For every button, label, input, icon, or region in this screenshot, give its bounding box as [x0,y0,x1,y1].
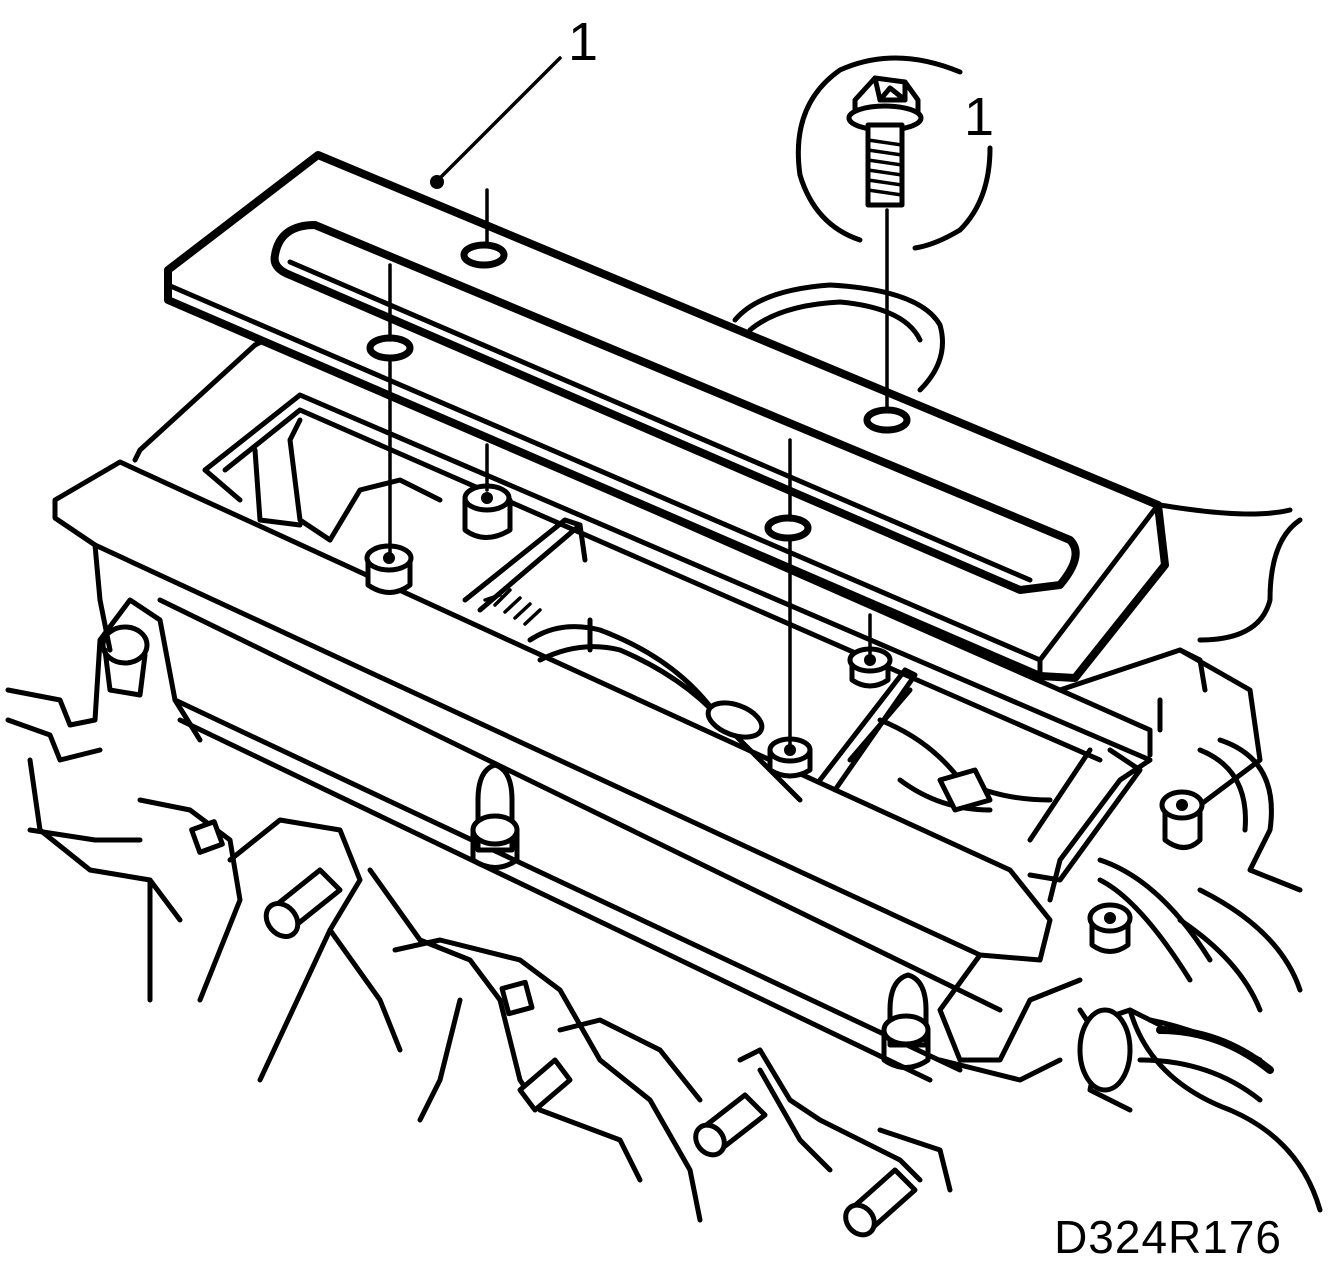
cover-bolt-hole [863,406,911,434]
housing-boss [462,483,513,540]
callout-cover: 1 [430,12,598,189]
housing-clip [1087,902,1133,954]
engine-background [5,282,1323,1238]
callout-label-cover: 1 [568,12,598,72]
housing-boss [767,736,813,779]
drawing-id: D324R176 [1054,1211,1282,1263]
housing-boss [847,646,893,689]
air-cleaner-housing [52,337,1263,1083]
housing-boss [364,543,414,595]
housing-clip [470,762,520,870]
cover-bolt-hole [460,241,508,269]
housing-clip [881,972,931,1070]
cover-bolt-hole [764,514,812,542]
callout-bolt: 1 [964,87,994,147]
air-cleaner-cover [164,151,1169,682]
housing-clip [1159,789,1205,850]
cover-bolt [795,55,993,251]
callout-label-bolt: 1 [964,87,994,147]
alignment-lines [388,188,889,747]
